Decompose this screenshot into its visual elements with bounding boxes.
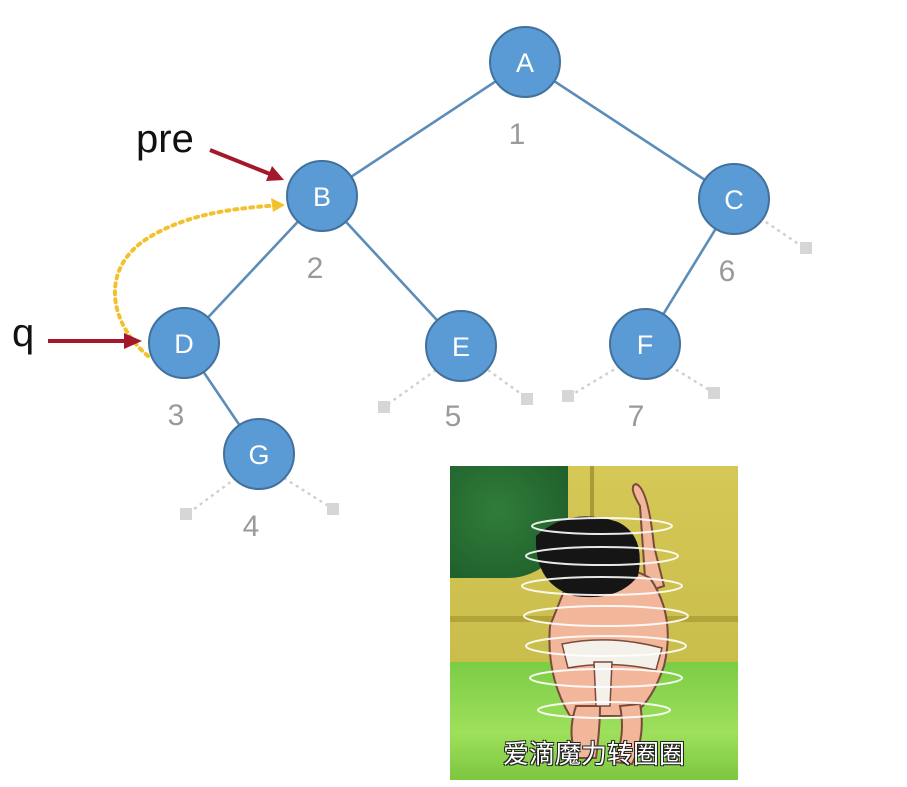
node-A: A [489,26,561,98]
node-E: E [425,310,497,382]
null-marker-E-right [521,393,533,405]
node-label: B [313,182,331,212]
node-label: A [516,48,534,78]
null-link-F-left [572,364,621,396]
null-link-C-right [759,217,804,248]
spinning-character-figure [521,482,689,766]
pointer-pre: pre [136,117,284,181]
node-label: E [452,332,470,362]
meme-caption: 爱滴魔力转圈圈 [502,740,685,770]
null-links [180,217,812,520]
node-G: G [223,418,295,490]
order-number-A: 1 [509,118,526,151]
order-number-E: 5 [445,400,462,433]
node-B: B [286,160,358,232]
order-number-B: 2 [307,252,324,285]
null-marker-E-left [378,401,390,413]
edge-A-B [321,60,526,198]
thread-arrowhead [271,198,285,212]
null-marker-G-right [327,503,339,515]
null-marker-F-right [708,387,720,399]
node-F: F [609,308,681,380]
node-C: C [698,163,770,235]
thread-link-D-to-B [112,203,282,358]
pointer-label-pre: pre [136,117,194,161]
null-link-F-right [669,364,712,393]
pointer-label-q: q [12,311,34,355]
pointer-arrowhead-q [124,333,142,349]
node-label: C [724,185,744,215]
pointer-arrowhead-pre [266,166,284,181]
null-marker-C-right [800,242,812,254]
pointer-arrow-pre [209,148,271,176]
pointer-q: q [12,311,142,355]
edge-A-C [524,60,735,201]
order-number-F: 7 [628,400,645,433]
null-marker-F-left [562,390,574,402]
node-D: D [148,307,220,379]
order-number-G: 4 [243,510,260,543]
order-numbers: 1 2 6 3 5 7 4 [168,118,736,543]
null-link-E-right [487,369,525,397]
null-link-G-left [189,477,237,513]
meme-image: 爱滴魔力转圈圈 [450,466,738,780]
node-label: G [248,440,269,470]
tree-edges [182,60,736,455]
order-number-D: 3 [168,399,185,432]
null-marker-G-left [180,508,192,520]
tree-nodes: A B C D E F G [148,26,770,490]
node-label: F [637,330,654,360]
order-number-C: 6 [719,255,736,288]
null-link-E-left [387,369,437,405]
null-link-G-right [283,476,331,509]
node-label: D [174,329,194,359]
